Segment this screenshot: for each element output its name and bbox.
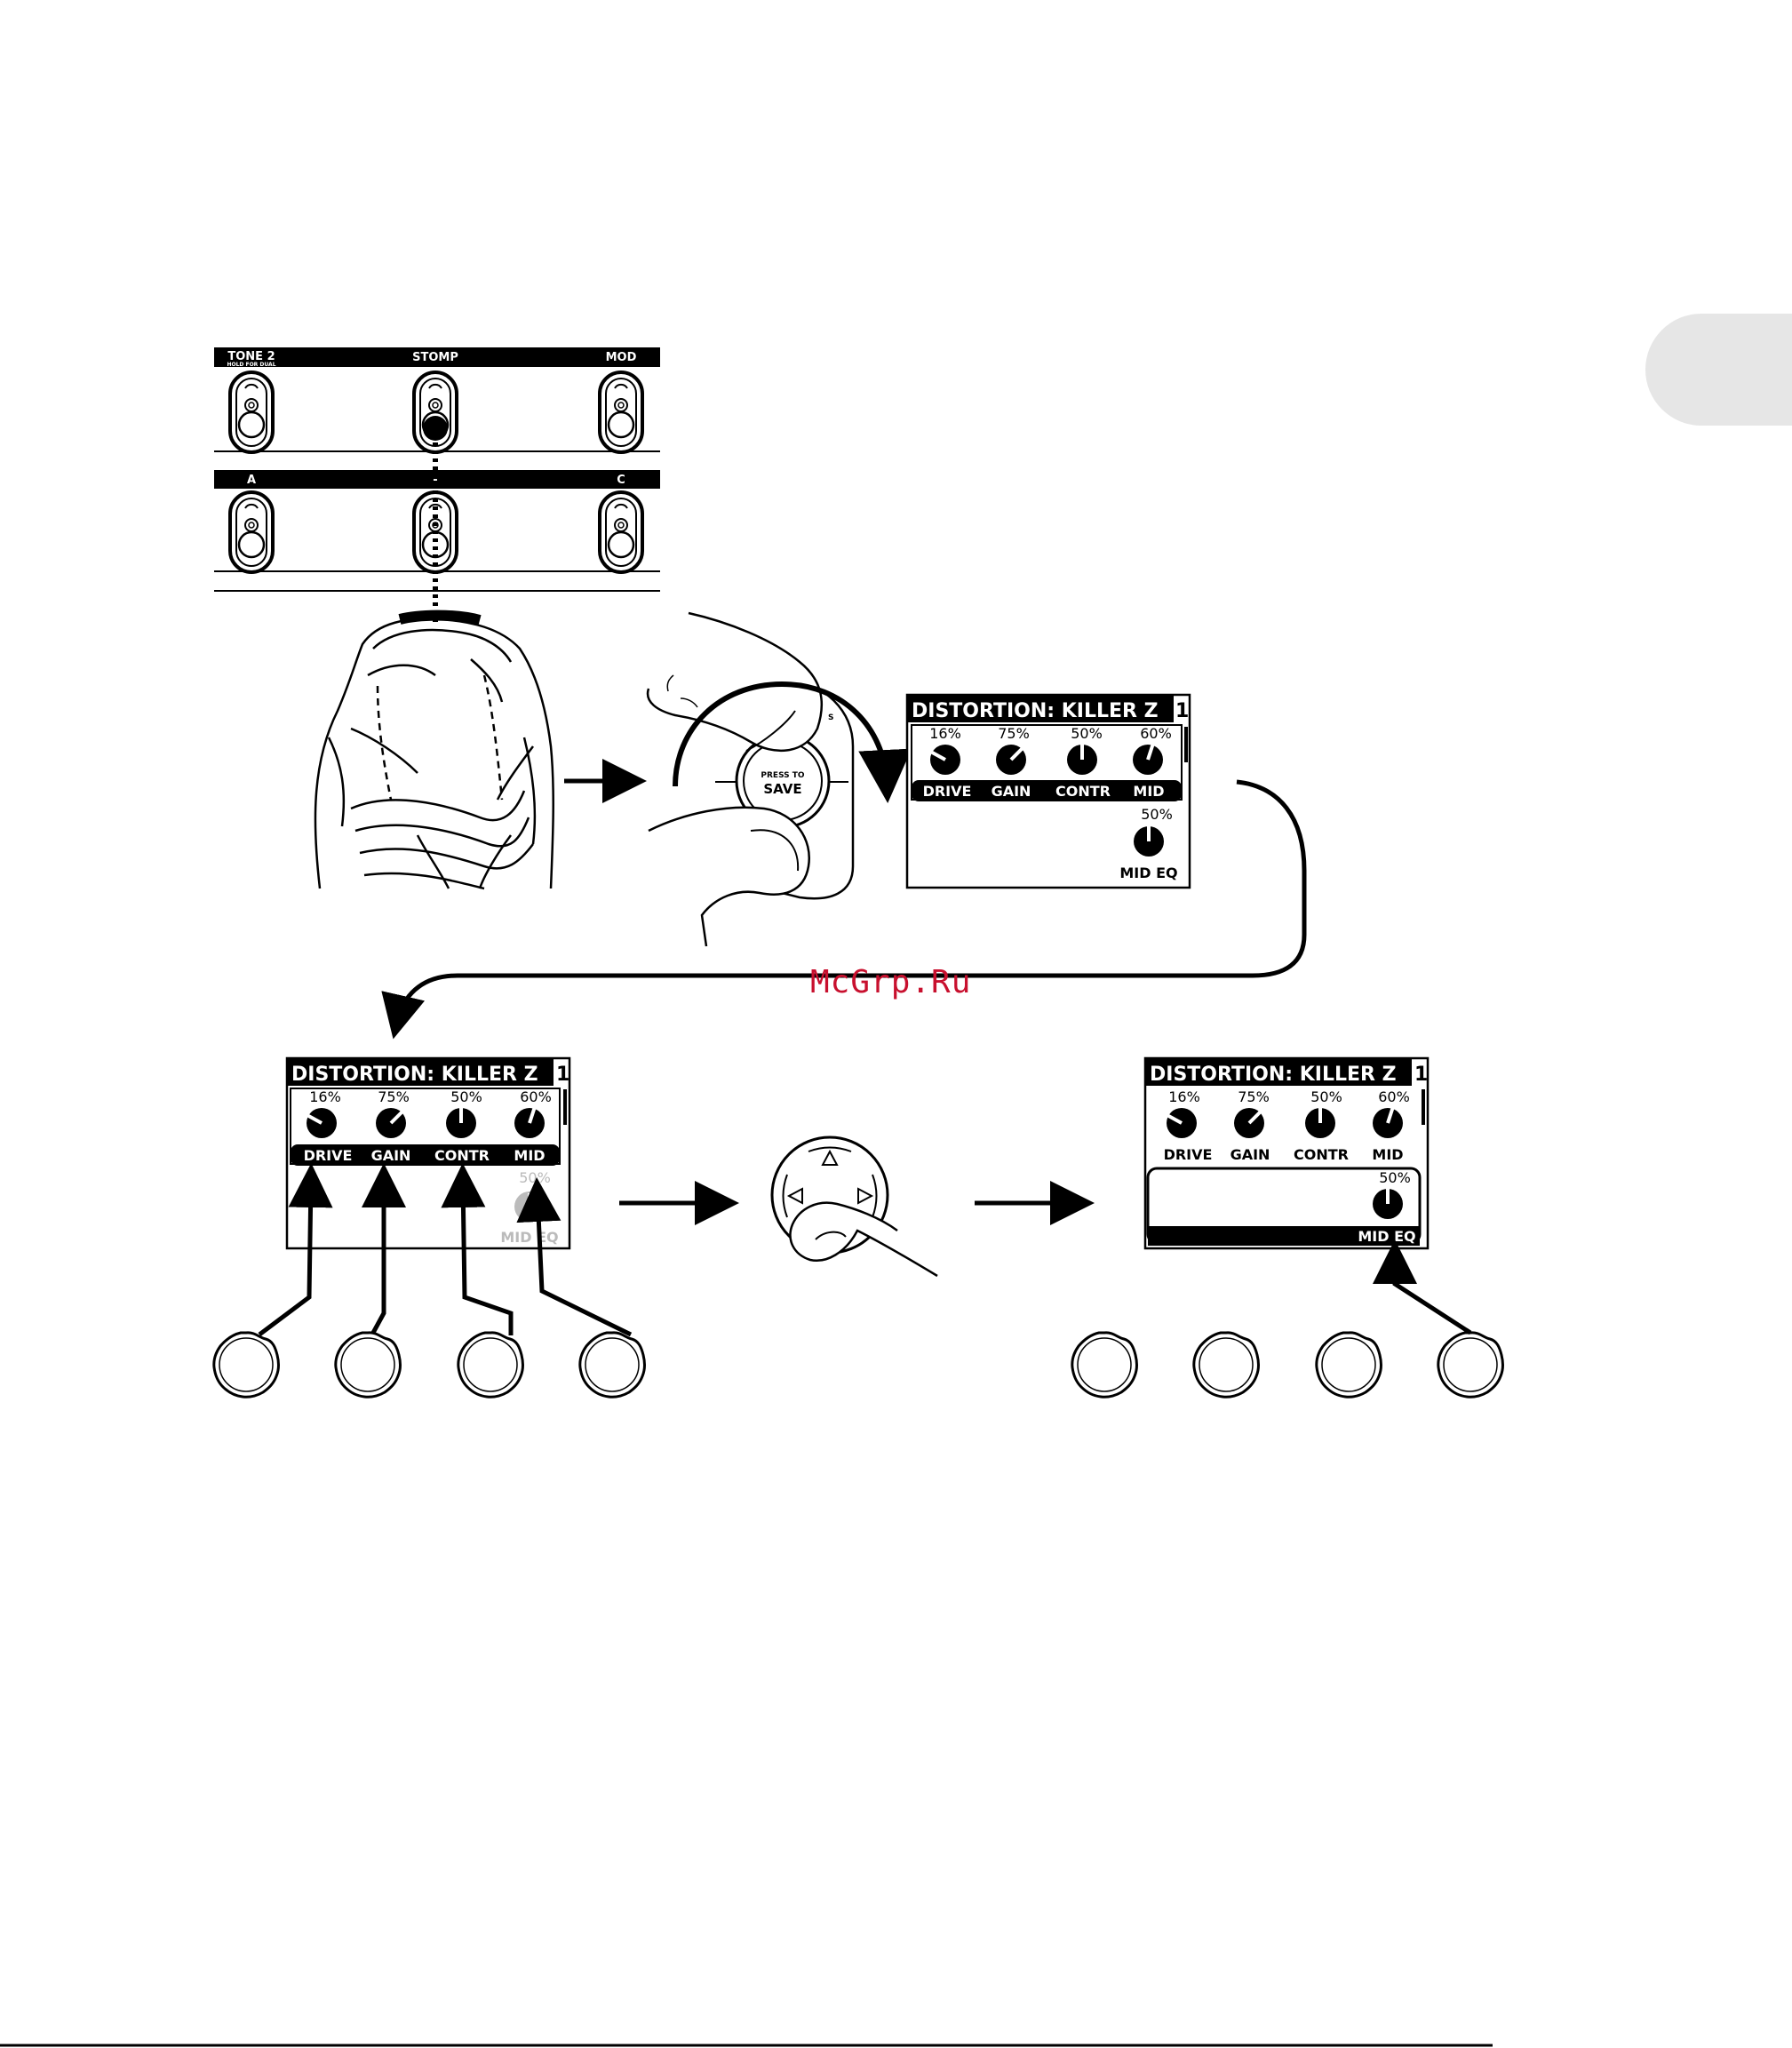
nav-pad[interactable] <box>772 1137 937 1276</box>
knob-8-arrow <box>1395 1257 1470 1333</box>
mod-label: MOD <box>606 351 637 364</box>
mod-footswitch[interactable] <box>600 372 642 452</box>
lcd3-page-number: 1 <box>1414 1064 1428 1086</box>
lcd2-mideq-value: 50% <box>519 1169 551 1186</box>
knob-4[interactable] <box>580 1333 645 1397</box>
save-knob-label-bottom: SAVE <box>763 781 801 797</box>
lcd1-contr-value: 50% <box>1071 725 1103 742</box>
lcd3-mid-label: MID <box>1372 1146 1403 1163</box>
a-footswitch[interactable] <box>230 492 273 572</box>
c-footswitch[interactable] <box>600 492 642 572</box>
lcd1-param-gain: 75% GAIN <box>992 725 1031 800</box>
knob-3[interactable] <box>458 1333 523 1397</box>
tone2-footswitch[interactable] <box>230 372 273 452</box>
stomp-label: STOMP <box>412 351 458 364</box>
lcd-screen-2: DISTORTION: KILLER Z 1 16% DRIVE 75% GAI… <box>287 1058 569 1248</box>
lcd1-scrollbar <box>1184 727 1188 762</box>
upper-finger <box>648 613 822 751</box>
lcd3-drive-value: 16% <box>1168 1088 1200 1105</box>
lcd2-mid-label: MID <box>514 1147 545 1164</box>
lcd3-scrollbar <box>1422 1089 1425 1125</box>
lcd1-gain-value: 75% <box>998 725 1030 742</box>
lcd3-contr-label: CONTR <box>1294 1146 1349 1163</box>
lcd2-contr-value: 50% <box>450 1088 482 1105</box>
lcd1-mid-value: 60% <box>1140 725 1172 742</box>
lcd2-mid-value: 60% <box>520 1088 552 1105</box>
lcd1-gain-label: GAIN <box>992 783 1031 800</box>
lcd1-contr-label: CONTR <box>1055 783 1111 800</box>
lcd2-page-number: 1 <box>556 1064 569 1086</box>
lcd3-mideq-value: 50% <box>1379 1169 1411 1186</box>
lcd2-title: DISTORTION: KILLER Z <box>291 1064 538 1086</box>
lcd2-contr-label: CONTR <box>434 1147 490 1164</box>
lcd2-drive-label: DRIVE <box>304 1147 353 1164</box>
lcd1-drive-value: 16% <box>929 725 961 742</box>
lcd-screen-3: DISTORTION: KILLER Z 1 16% DRIVE 75% GAI… <box>1145 1058 1428 1248</box>
lcd3-drive-label: DRIVE <box>1164 1146 1213 1163</box>
knob-8[interactable] <box>1438 1333 1503 1397</box>
lcd2-drive-value: 16% <box>309 1088 341 1105</box>
lcd2-gain-value: 75% <box>378 1088 410 1105</box>
lcd2-mideq-label: MID EQ <box>500 1229 558 1246</box>
knob-row-right <box>1072 1257 1503 1397</box>
knob-1[interactable] <box>214 1333 279 1397</box>
lcd2-gain-label: GAIN <box>371 1147 411 1164</box>
stomp-pressed-indicator <box>423 416 448 441</box>
lcd3-title: DISTORTION: KILLER Z <box>1150 1064 1397 1086</box>
save-knob-illustration: PRESS TO SAVE S <box>648 613 887 946</box>
lcd3-contr-value: 50% <box>1310 1088 1342 1105</box>
partial-panel-label: S <box>828 713 833 722</box>
lcd2-scrollbar <box>563 1089 567 1125</box>
lcd-screen-1: DISTORTION: KILLER Z 1 16% DRIVE 75% GAI… <box>907 695 1190 888</box>
knob-7[interactable] <box>1317 1333 1382 1397</box>
footswitch-panel: TONE 2 HOLD FOR DUAL STOMP MOD A - C <box>214 347 660 622</box>
lcd1-mideq-label: MID EQ <box>1119 865 1177 881</box>
lcd2-param-gain: 75% GAIN <box>371 1088 411 1164</box>
lcd1-drive-label: DRIVE <box>923 783 972 800</box>
lcd3-mid-value: 60% <box>1378 1088 1410 1105</box>
lcd3-mideq-label: MID EQ <box>1358 1228 1415 1245</box>
save-knob-label-top: PRESS TO <box>761 771 805 780</box>
shoe-icon <box>315 616 554 889</box>
lcd1-mideq-value: 50% <box>1141 806 1173 823</box>
watermark-text: McGrp.Ru <box>810 964 971 1000</box>
knob-6[interactable] <box>1194 1333 1259 1397</box>
lcd3-gain-value: 75% <box>1238 1088 1270 1105</box>
lcd1-page-number: 1 <box>1175 700 1189 722</box>
lcd1-mid-label: MID <box>1133 783 1164 800</box>
c-label: C <box>617 474 625 487</box>
lcd3-gain-label: GAIN <box>1231 1146 1270 1163</box>
knob-2[interactable] <box>336 1333 401 1397</box>
knob-5[interactable] <box>1072 1333 1137 1397</box>
hold-for-dual-label: HOLD FOR DUAL <box>227 362 275 368</box>
a-label: A <box>247 474 256 487</box>
lower-finger <box>649 808 809 946</box>
lcd1-title: DISTORTION: KILLER Z <box>912 700 1159 722</box>
